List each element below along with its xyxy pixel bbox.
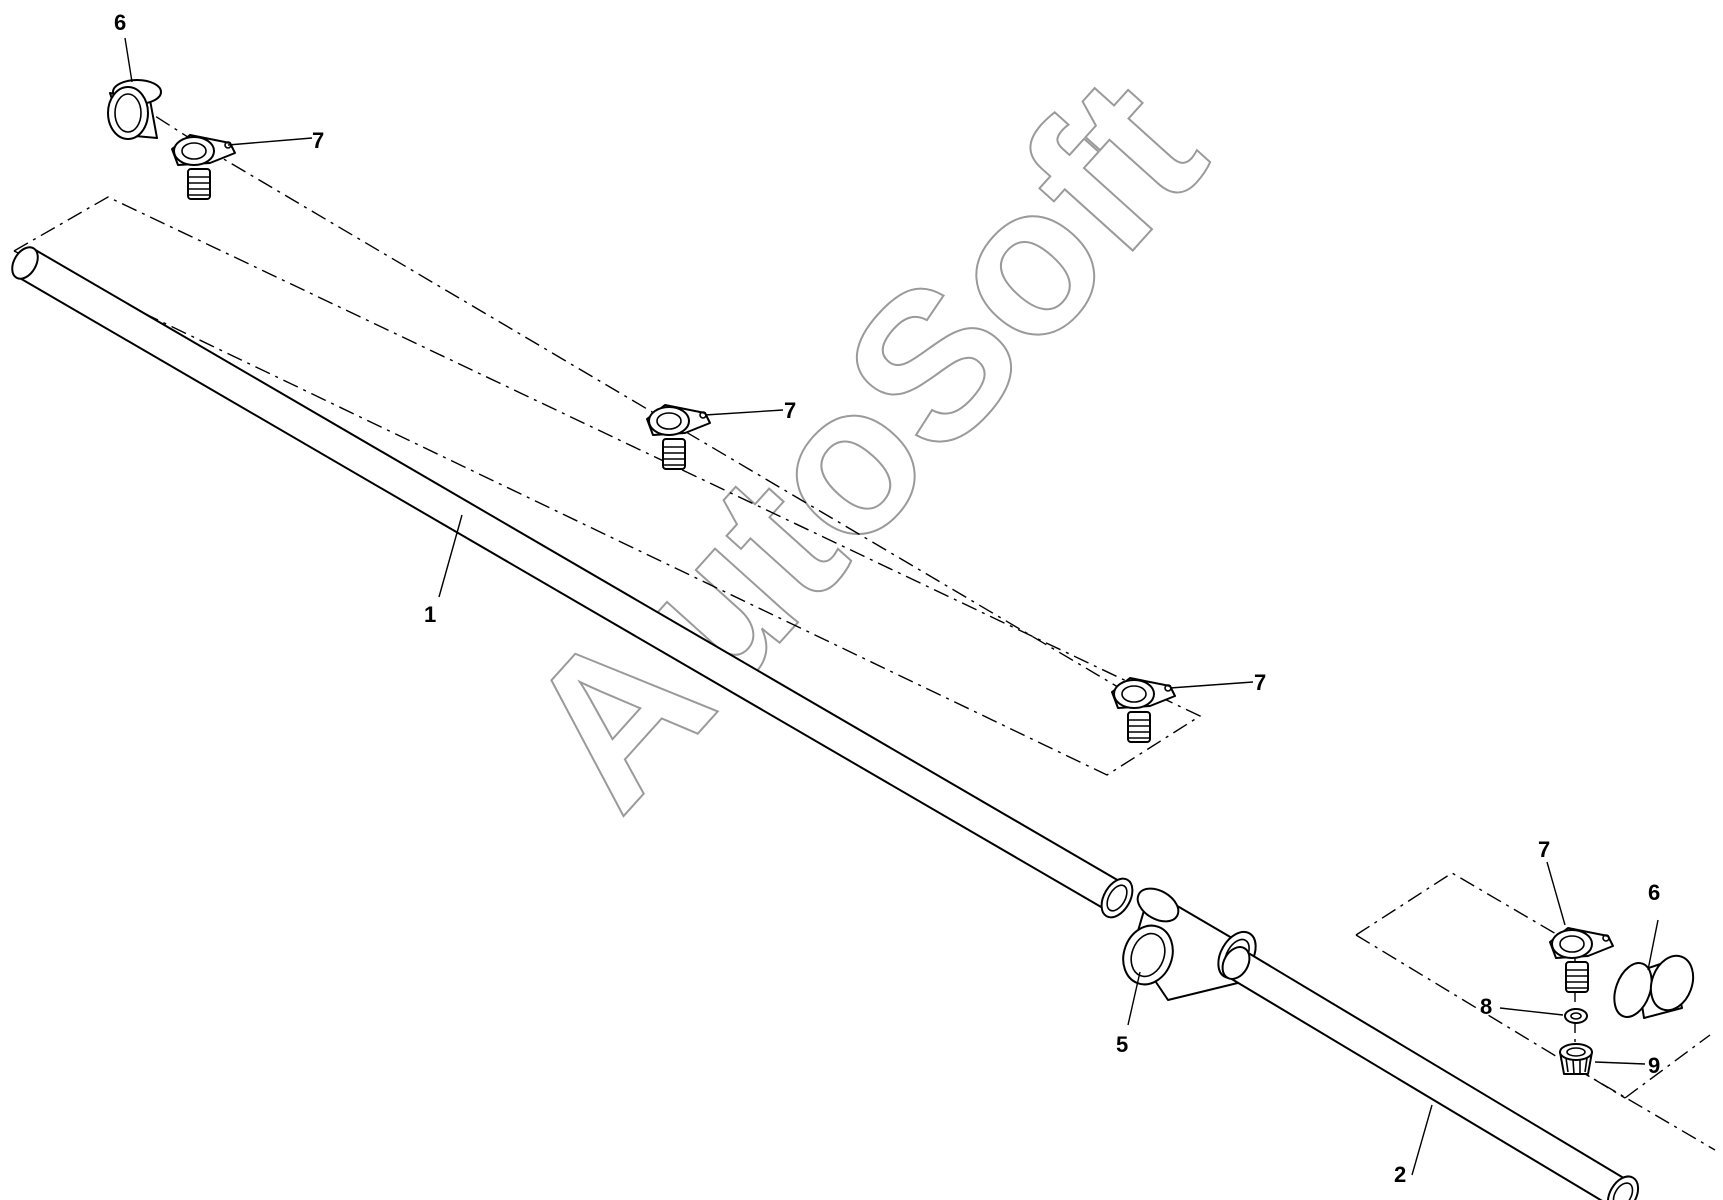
callout-leaders [124,37,1659,1176]
callout-7-top: 7 [312,128,324,153]
assembly-centerlines [13,99,1716,1151]
end-cap-part-6-top [107,79,162,140]
callout-7-lower: 7 [1254,670,1266,695]
callout-1: 1 [424,602,436,627]
washer-part-8 [1564,1008,1588,1024]
callout-2: 2 [1394,1162,1406,1187]
callout-5: 5 [1116,1032,1128,1057]
nozzle-cap-part-9 [1559,1043,1593,1075]
callout-6-top: 6 [114,10,126,35]
callout-8: 8 [1480,994,1492,1019]
callout-labels: 6 7 7 7 1 7 6 5 8 9 2 [114,10,1660,1187]
pipe-part-1 [11,246,1134,919]
end-cap-part-6-bottom [1613,954,1695,1019]
nozzle-clamp-part-7-c [1111,677,1176,743]
nozzle-clamp-part-7-b [646,404,711,470]
nozzle-clamp-part-7-a [171,134,236,200]
nozzle-clamp-part-7-d [1549,927,1614,993]
pipe-part-2 [1221,946,1640,1200]
callout-7-middle: 7 [784,398,796,423]
callout-6-right: 6 [1648,880,1660,905]
callout-7-right: 7 [1538,837,1550,862]
callout-9: 9 [1648,1053,1660,1078]
